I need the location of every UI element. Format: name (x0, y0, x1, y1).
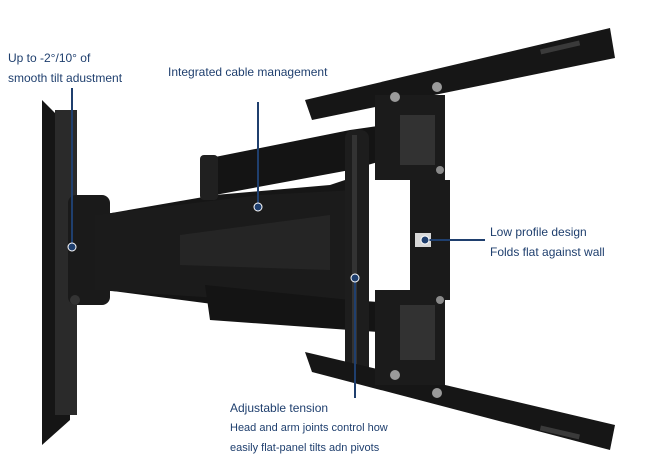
rail-slot (539, 425, 580, 440)
main-arm (95, 190, 360, 300)
lower-bracket (375, 290, 445, 385)
bolt (436, 296, 444, 304)
callout-tension: Adjustable tension Head and arm joints c… (230, 398, 388, 458)
callout-tension-line2: Head and arm joints control how (230, 422, 388, 434)
callout-dot-cable (253, 202, 263, 212)
callout-tension-line3: easily flat-panel tilts adn pivots (230, 442, 380, 454)
bolt (432, 388, 442, 398)
callout-profile-line2: Folds flat against wall (490, 245, 605, 259)
callout-cable-line1: Integrated cable management (168, 65, 328, 79)
upper-bracket-inner (400, 115, 435, 165)
upper-bracket (375, 95, 445, 180)
bolt (390, 92, 400, 102)
callout-tilt-line2: smooth tilt adustment (8, 71, 123, 85)
bolt (390, 370, 400, 380)
upper-wall-rail (305, 28, 615, 120)
tension-post-highlight (352, 135, 357, 370)
arm-cutout (180, 215, 330, 270)
callout-cable: Integrated cable management (168, 62, 327, 82)
callout-tilt-line1: Up to -2°/10° of (8, 51, 91, 65)
callout-profile: Low profile design Folds flat against wa… (490, 222, 605, 262)
callout-tilt: Up to -2°/10° of smooth tilt adustment (8, 48, 122, 88)
callout-dot-tilt (67, 242, 77, 252)
callout-dot-tension (350, 273, 360, 283)
bolt (432, 82, 442, 92)
upper-pivot (200, 155, 218, 200)
callout-tension-line1: Adjustable tension (230, 401, 329, 415)
bolt (436, 166, 444, 174)
callout-profile-line1: Low profile design (490, 225, 587, 239)
bolt (70, 295, 80, 305)
lower-bracket-inner (400, 305, 435, 360)
callout-dot-profile (420, 235, 430, 245)
rail-slot (540, 40, 581, 55)
